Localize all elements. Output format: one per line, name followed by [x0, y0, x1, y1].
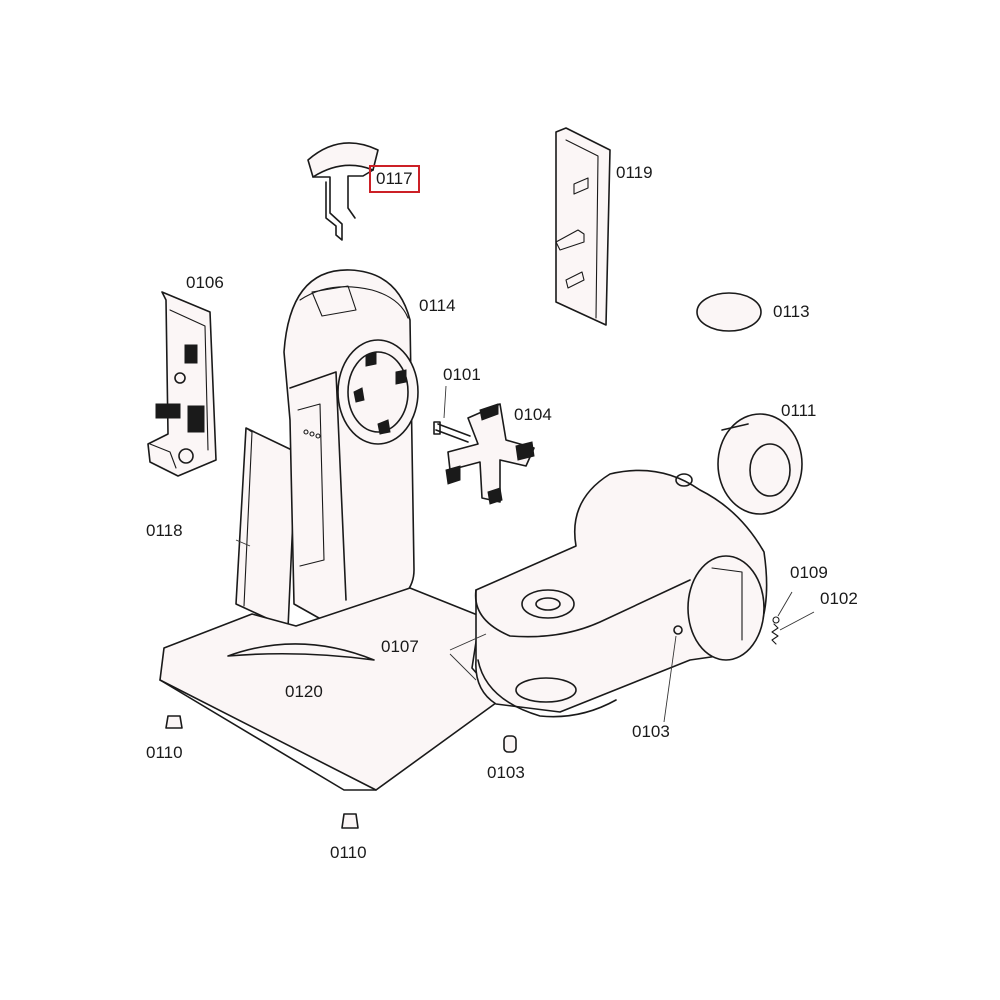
part-label-0109[interactable]: 0109 [790, 563, 828, 582]
part-0102-spring [771, 616, 780, 645]
part-0117-top-clip [307, 142, 379, 241]
part-label-0103-right[interactable]: 0103 [632, 722, 670, 741]
part-label-0113[interactable]: 0113 [773, 302, 810, 321]
part-label-0102[interactable]: 0102 [820, 589, 858, 608]
part-0111-ring [717, 413, 803, 515]
part-0107-motor-head [474, 469, 768, 718]
part-label-0118[interactable]: 0118 [146, 521, 183, 540]
part-label-0111[interactable]: 0111 [781, 401, 817, 420]
part-label-0117[interactable]: 0117 [369, 165, 420, 193]
part-label-0107[interactable]: 0107 [381, 637, 419, 656]
part-label-0101[interactable]: 0101 [443, 365, 481, 384]
part-label-0103-bottom[interactable]: 0103 [487, 763, 525, 782]
part-0110-foot-left [165, 715, 183, 729]
part-0120-base-plate [159, 587, 501, 791]
part-label-0110-bottom[interactable]: 0110 [330, 843, 367, 862]
part-0103-screw [673, 625, 683, 635]
part-label-0119[interactable]: 0119 [616, 163, 653, 182]
part-label-0120[interactable]: 0120 [285, 682, 323, 701]
part-label-0106[interactable]: 0106 [186, 273, 224, 292]
part-0101-shaft [433, 421, 471, 443]
part-0118-front-panel [235, 427, 297, 629]
leader-lines [235, 385, 815, 723]
part-label-0110-left[interactable]: 0110 [146, 743, 183, 762]
part-label-0104[interactable]: 0104 [514, 405, 552, 424]
part-0114-tower-housing [283, 269, 419, 623]
part-0119-side-panel [555, 127, 611, 326]
part-label-0114[interactable]: 0114 [419, 296, 456, 315]
part-0110-foot-bottom [341, 813, 359, 829]
part-0104-coupling [445, 403, 535, 505]
part-0106-circuit-board [147, 291, 217, 477]
part-0103-pin [503, 735, 517, 753]
part-0113-disk [696, 292, 762, 332]
